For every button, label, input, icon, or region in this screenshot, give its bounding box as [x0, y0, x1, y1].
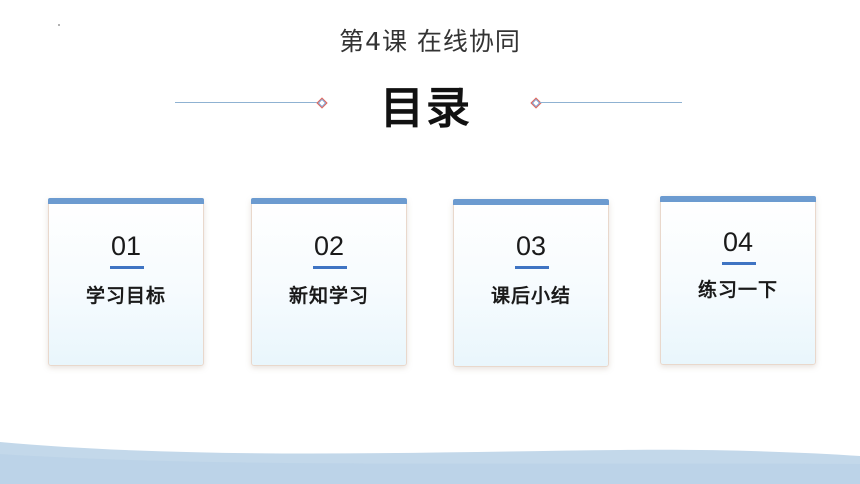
- toc-card-02[interactable]: 02 新知学习: [251, 198, 407, 366]
- card-number: 03: [515, 231, 547, 261]
- card-number: 04: [722, 227, 754, 257]
- bottom-wave: [0, 442, 860, 484]
- toc-card-04[interactable]: 04 练习一下: [660, 196, 816, 365]
- number-underline: [110, 266, 144, 269]
- number-underline: [515, 266, 549, 269]
- toc-card-03[interactable]: 03 课后小结: [453, 199, 609, 367]
- card-number: 01: [110, 231, 142, 261]
- card-label: 练习一下: [697, 279, 778, 301]
- number-underline: [313, 266, 347, 269]
- card-label: 课后小结: [490, 285, 571, 307]
- toc-card-01[interactable]: 01 学习目标: [48, 198, 204, 366]
- page-title: 目录: [380, 83, 472, 134]
- corner-dot: [58, 24, 60, 26]
- number-underline: [722, 262, 756, 265]
- decorative-line-right: [540, 102, 682, 103]
- card-accent-bar: [453, 199, 609, 205]
- decorative-line-left: [175, 102, 318, 103]
- card-label: 学习目标: [85, 285, 166, 307]
- lesson-title: 第4课 在线协同: [339, 27, 521, 56]
- card-accent-bar: [660, 196, 816, 202]
- card-accent-bar: [251, 198, 407, 204]
- card-label: 新知学习: [288, 285, 369, 307]
- card-accent-bar: [48, 198, 204, 204]
- card-number: 02: [313, 231, 345, 261]
